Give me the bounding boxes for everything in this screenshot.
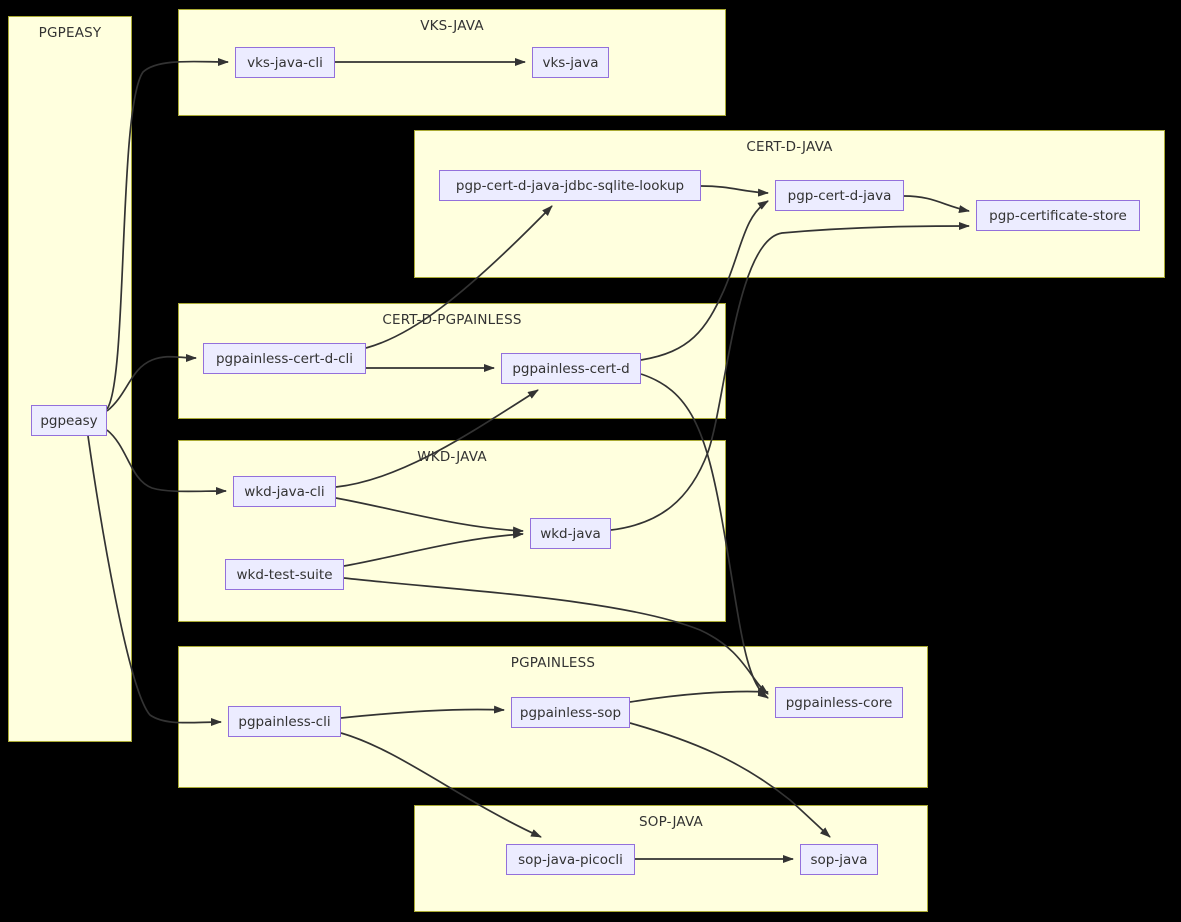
node-wkd-java[interactable]: wkd-java: [530, 518, 611, 549]
cluster-label-pgpainless: PGPAINLESS: [510, 655, 596, 671]
node-vks-java-cli[interactable]: vks-java-cli: [235, 47, 335, 78]
node-wkd-java-cli[interactable]: wkd-java-cli: [233, 476, 336, 507]
cluster-label-cert-d-pgpainless: CERT-D-PGPAINLESS: [382, 312, 522, 328]
node-sop-java[interactable]: sop-java: [800, 844, 878, 875]
node-pgpainless-cli[interactable]: pgpainless-cli: [228, 706, 341, 737]
cluster-label-pgpeasy: PGPEASY: [38, 25, 102, 41]
cluster-label-sop-java: SOP-JAVA: [639, 814, 703, 830]
node-pgp-cert-d-java[interactable]: pgp-cert-d-java: [775, 180, 904, 211]
node-sop-java-picocli[interactable]: sop-java-picocli: [506, 844, 635, 875]
node-pgp-cert-d-java-jdbc-sqlite-lookup[interactable]: pgp-cert-d-java-jdbc-sqlite-lookup: [439, 170, 701, 201]
cluster-label-wkd-java: WKD-JAVA: [417, 449, 487, 465]
node-pgpeasy[interactable]: pgpeasy: [31, 405, 107, 436]
node-pgpainless-cert-d-cli[interactable]: pgpainless-cert-d-cli: [203, 343, 366, 374]
node-pgpainless-sop[interactable]: pgpainless-sop: [511, 697, 630, 728]
cluster-label-vks-java: VKS-JAVA: [420, 18, 484, 34]
node-pgp-certificate-store[interactable]: pgp-certificate-store: [976, 200, 1140, 231]
cluster-pgpeasy[interactable]: PGPEASY: [8, 16, 132, 742]
node-pgpainless-core[interactable]: pgpainless-core: [775, 687, 903, 718]
cluster-label-cert-d-java: CERT-D-JAVA: [746, 139, 833, 155]
node-pgpainless-cert-d[interactable]: pgpainless-cert-d: [501, 353, 641, 384]
node-wkd-test-suite[interactable]: wkd-test-suite: [225, 559, 344, 590]
cluster-wkd-java[interactable]: WKD-JAVA: [178, 440, 726, 622]
node-vks-java[interactable]: vks-java: [532, 47, 609, 78]
